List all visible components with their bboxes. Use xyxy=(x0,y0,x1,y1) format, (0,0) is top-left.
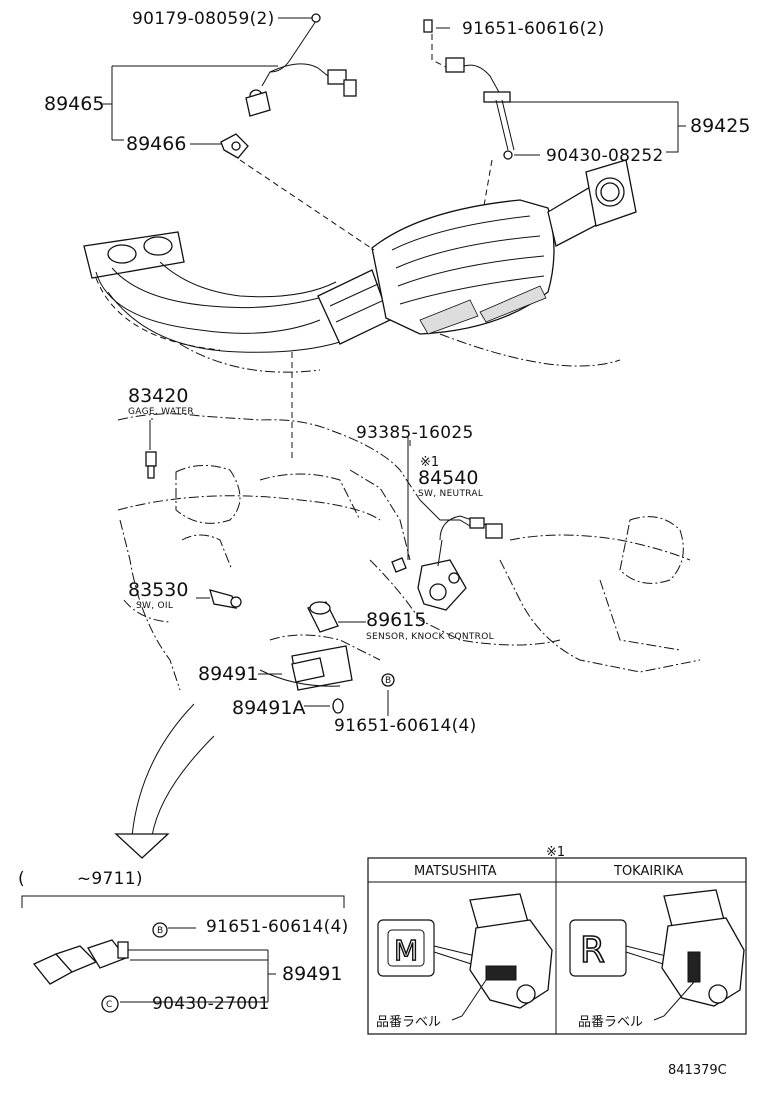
matsushita-switch-body xyxy=(469,919,553,1009)
circle-c-letter-detail: C xyxy=(106,1000,113,1010)
part-number-91651-60614: 91651-60614(4) xyxy=(334,716,477,736)
caption-sensor-knock-control: SENSOR, KNOCK CONTROL xyxy=(366,632,494,642)
leader-lines xyxy=(100,17,686,716)
tokairika-part-label xyxy=(687,951,701,983)
oil-switch xyxy=(196,589,242,609)
oxygen-sensor-right xyxy=(423,19,515,241)
part-label-jp-tokairika: 品番ラベル xyxy=(578,1015,643,1030)
circle-b-letter-detail: B xyxy=(157,926,163,936)
header-matsushita: MATSUSHITA xyxy=(414,864,497,879)
matsushita-part-label xyxy=(485,965,517,981)
part-number-84540: 84540 xyxy=(418,467,478,489)
bracket-89491 xyxy=(259,645,353,714)
part-number-89466: 89466 xyxy=(126,133,186,155)
oxygen-sensor-left xyxy=(220,13,357,159)
figure-number: 841379C xyxy=(668,1063,727,1078)
part-number-89615: 89615 xyxy=(366,609,426,631)
part-number-93385-16025: 93385-16025 xyxy=(356,423,474,443)
part-number-90430-27001: 90430-27001 xyxy=(152,994,270,1014)
part-number-90430-08252: 90430-08252 xyxy=(546,146,664,166)
part-number-89465: 89465 xyxy=(44,93,104,115)
header-tokairika: TOKAIRIKA xyxy=(613,864,683,879)
circle-b-letter: B xyxy=(385,676,391,686)
matsushita-logo-m: M xyxy=(394,934,418,967)
water-gage-sensor xyxy=(145,420,157,479)
caption-sw-oil: SW, OIL xyxy=(136,601,173,611)
neutral-switch xyxy=(391,436,503,611)
engine-block-outline xyxy=(117,413,701,691)
tokairika-logo-r: R xyxy=(580,930,605,971)
tokairika-logo-box xyxy=(569,919,627,977)
caption-sw-neutral: SW, NEUTRAL xyxy=(418,489,483,499)
part-number-89491-detail: 89491 xyxy=(282,963,342,985)
date-range-label: ( ~9711) xyxy=(18,869,143,889)
part-number-83530: 83530 xyxy=(128,579,188,601)
guide-line-89466 xyxy=(239,159,375,251)
part-number-91651-60616: 91651-60616(2) xyxy=(462,19,605,39)
bottom-left-detail: ( ~9711) B C 91651-60614(4) 89491 90430-… xyxy=(18,869,349,1014)
part-number-89491: 89491 xyxy=(198,663,258,685)
circle-b-marker xyxy=(381,673,395,687)
reference-mark-1: ※1 xyxy=(420,455,439,470)
part-number-89491A: 89491A xyxy=(232,697,305,719)
box-reference-mark: ※1 xyxy=(546,845,565,860)
matsushita-logo-box xyxy=(377,919,435,977)
detail-arrow xyxy=(114,703,215,859)
part-number-83420: 83420 xyxy=(128,385,188,407)
tokairika-switch-body xyxy=(661,917,745,1007)
caption-gage-water: GAGE, WATER xyxy=(128,407,194,417)
manufacturer-comparison-box: ※1 MATSUSHITA TOKAIRIKA M 品番ラベル R 品番ラベル xyxy=(367,845,747,1035)
part-label-jp-matsushita: 品番ラベル xyxy=(376,1015,441,1030)
part-number-90179-08059: 90179-08059(2) xyxy=(132,9,275,29)
part-number-89425: 89425 xyxy=(690,115,750,137)
part-number-91651-60614-detail: 91651-60614(4) xyxy=(206,917,349,937)
knock-control-sensor xyxy=(307,601,366,633)
exhaust-manifold-and-catalyst xyxy=(83,159,637,373)
